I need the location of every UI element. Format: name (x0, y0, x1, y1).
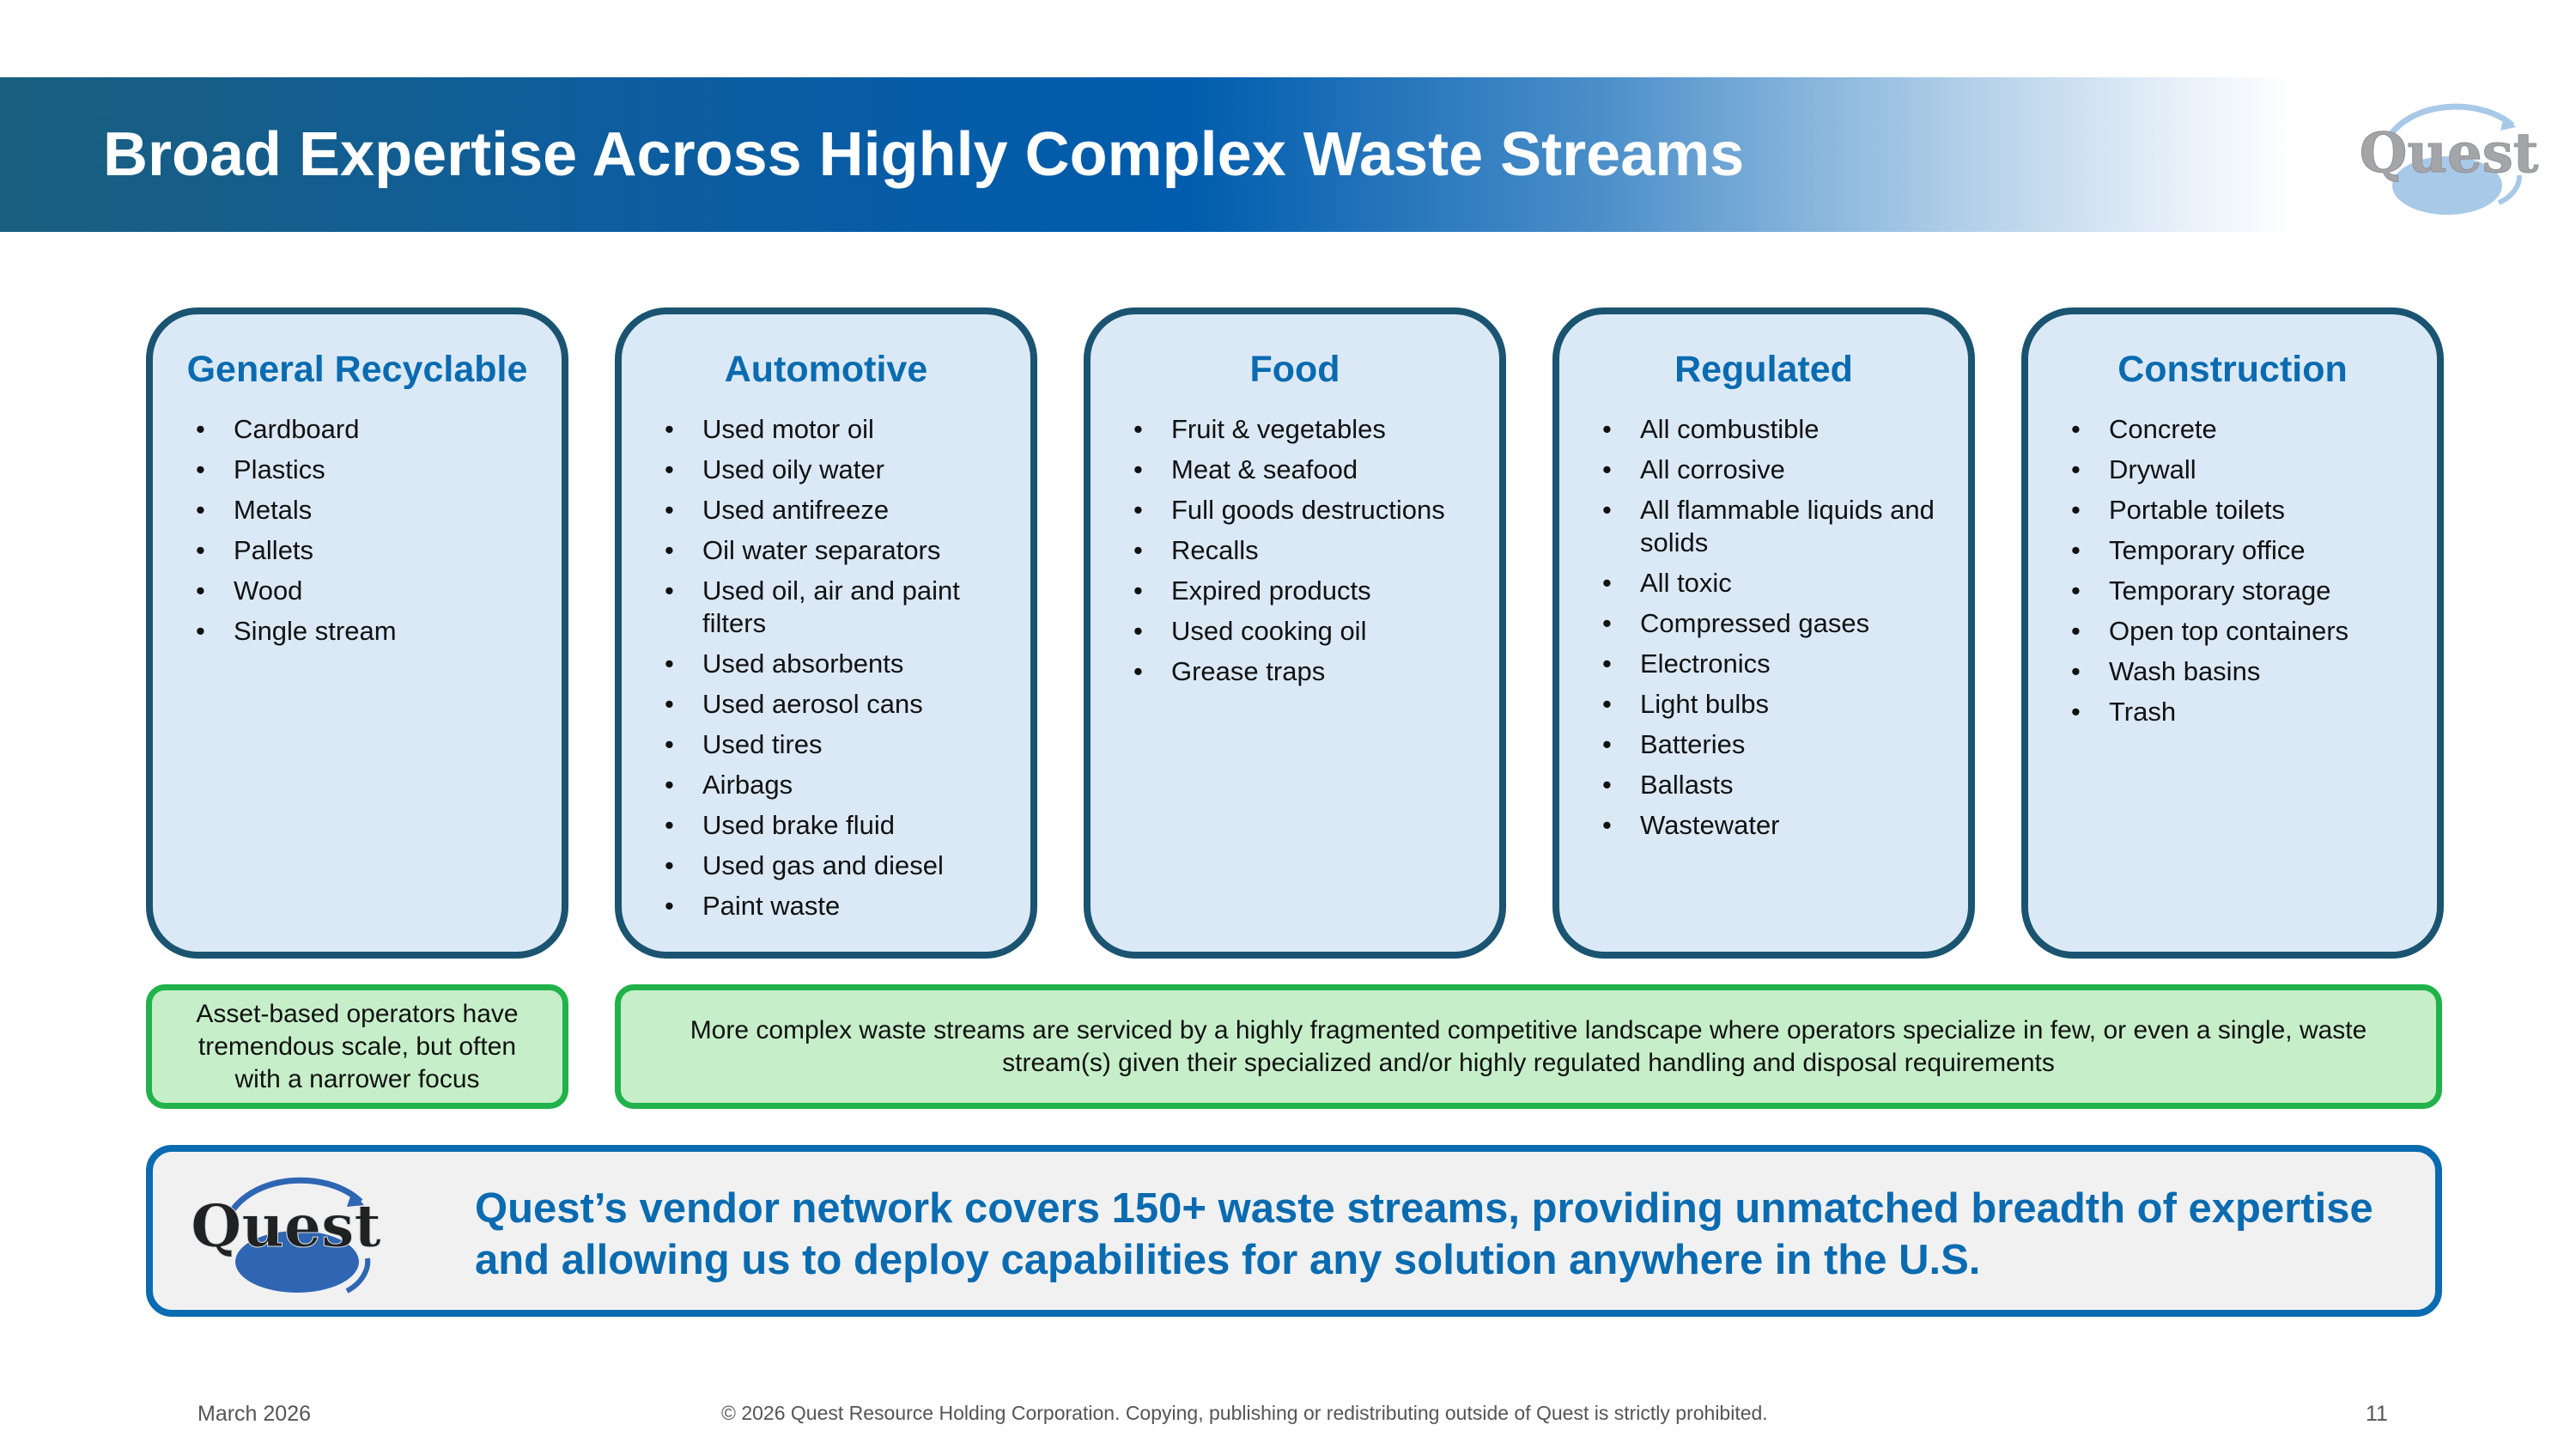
vendor-network-callout: Quest Quest’s vendor network covers 150+… (146, 1145, 2442, 1317)
logo-wordmark-bottom: Quest (191, 1192, 381, 1261)
list-item: All corrosive (1602, 454, 1954, 486)
card-list: Used motor oil Used oily water Used anti… (665, 413, 1017, 930)
note-asset-based: Asset-based operators have tremendous sc… (146, 984, 568, 1109)
list-item: Expired products (1133, 575, 1485, 607)
list-item: Wash basins (2071, 655, 2423, 688)
list-item: Airbags (665, 769, 1017, 801)
card-title: Regulated (1674, 349, 1853, 390)
list-item: Used cooking oil (1133, 615, 1485, 648)
list-item: Used gas and diesel (665, 849, 1017, 882)
list-item: Used tires (665, 728, 1017, 761)
list-item: Batteries (1602, 728, 1954, 761)
list-item: Oil water separators (665, 534, 1017, 567)
card-list: Fruit & vegetables Meat & seafood Full g… (1133, 413, 1485, 696)
note-text: More complex waste streams are serviced … (690, 1015, 2367, 1077)
list-item: Pallets (196, 534, 548, 567)
card-list: Concrete Drywall Portable toilets Tempor… (2071, 413, 2423, 736)
list-item: Temporary office (2071, 534, 2423, 567)
list-item: Cardboard (196, 413, 548, 446)
list-item: Metals (196, 494, 548, 527)
category-card-regulated: Regulated All combustible All corrosive … (1552, 307, 1975, 959)
list-item: Open top containers (2071, 615, 2423, 648)
page-number: 11 (2366, 1402, 2388, 1426)
card-list: All combustible All corrosive All flamma… (1602, 413, 1954, 849)
list-item: All flammable liquids and solids (1602, 494, 1954, 559)
list-item: Single stream (196, 615, 548, 648)
page-title: Broad Expertise Across Highly Complex Wa… (103, 120, 1745, 189)
list-item: Temporary storage (2071, 575, 2423, 607)
list-item: All toxic (1602, 567, 1954, 600)
card-list: Cardboard Plastics Metals Pallets Wood S… (196, 413, 548, 655)
list-item: Plastics (196, 454, 548, 486)
list-item: Portable toilets (2071, 494, 2423, 527)
callout-text: Quest’s vendor network covers 150+ waste… (475, 1185, 2373, 1283)
card-title: Automotive (724, 349, 928, 390)
list-item: Used antifreeze (665, 494, 1017, 527)
logo-leaf-shape (235, 1231, 359, 1293)
list-item: Grease traps (1133, 655, 1485, 688)
footer-date: March 2026 (197, 1402, 312, 1426)
footer-copyright: © 2026 Quest Resource Holding Corporatio… (721, 1402, 1768, 1424)
list-item: Recalls (1133, 534, 1485, 567)
list-item: Wastewater (1602, 809, 1954, 842)
list-item: Used oil, air and paint filters (665, 575, 1017, 640)
card-title: Construction (2117, 349, 2348, 390)
logo-arc-top (2386, 103, 2515, 140)
list-item: Electronics (1602, 648, 1954, 680)
quest-logo-bottom: Quest (191, 1177, 382, 1294)
list-item: Light bulbs (1602, 688, 1954, 721)
note-complex-streams: More complex waste streams are serviced … (615, 984, 2442, 1109)
list-item: Wood (196, 575, 548, 607)
list-item: Ballasts (1602, 769, 1954, 801)
logo-arc-top (228, 1177, 363, 1215)
title-banner (0, 77, 2576, 232)
logo-leaf-shape (2392, 156, 2502, 215)
list-item: Fruit & vegetables (1133, 413, 1485, 446)
list-item: Paint waste (665, 890, 1017, 922)
logo-arrow-top (347, 1191, 364, 1207)
list-item: Full goods destructions (1133, 494, 1485, 527)
category-card-general-recyclable: General Recyclable Cardboard Plastics Me… (146, 307, 568, 959)
list-item: Used brake fluid (665, 809, 1017, 842)
quest-logo-top: Quest (2359, 103, 2539, 215)
list-item: Used aerosol cans (665, 688, 1017, 721)
note-text: Asset-based operators have tremendous sc… (196, 999, 519, 1093)
logo-arc-bottom (2497, 174, 2523, 205)
category-card-food: Food Fruit & vegetables Meat & seafood F… (1084, 307, 1506, 959)
list-item: All combustible (1602, 413, 1954, 446)
list-item: Drywall (2071, 454, 2423, 486)
list-item: Used absorbents (665, 648, 1017, 680)
category-card-automotive: Automotive Used motor oil Used oily wate… (615, 307, 1037, 959)
list-item: Compressed gases (1602, 607, 1954, 640)
category-card-construction: Construction Concrete Drywall Portable t… (2021, 307, 2444, 959)
list-item: Concrete (2071, 413, 2423, 446)
list-item: Trash (2071, 696, 2423, 728)
list-item: Used motor oil (665, 413, 1017, 446)
logo-arrow-top (2500, 115, 2516, 131)
card-title: Food (1249, 349, 1340, 390)
list-item: Meat & seafood (1133, 454, 1485, 486)
list-item: Used oily water (665, 454, 1017, 486)
logo-arc-bottom (345, 1257, 371, 1294)
logo-wordmark-top: Quest (2360, 121, 2539, 186)
card-title: General Recyclable (186, 349, 528, 390)
